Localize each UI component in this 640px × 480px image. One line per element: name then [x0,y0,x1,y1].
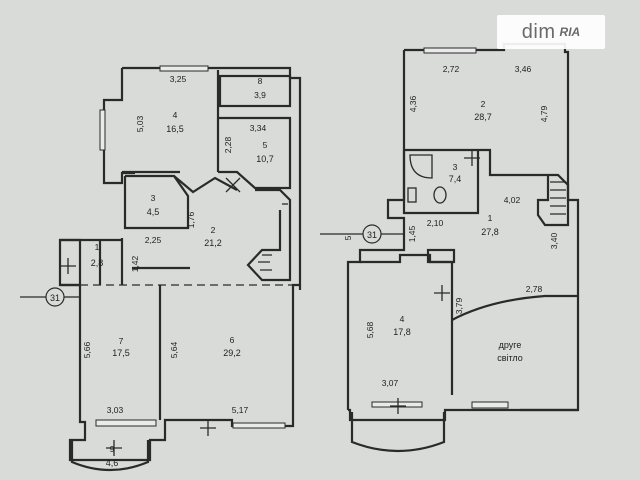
watermark-brand: dim [521,20,556,43]
left-dim-1-42: 1,42 [130,255,140,272]
left-marker-x [225,177,241,193]
left-room8-walls [218,74,292,108]
left-plan-outer-wall-nw [102,68,135,185]
right-dim-3-79: 3,79 [454,297,464,314]
left-room4-id: 4 [173,110,178,120]
left-stair-outline [246,188,292,282]
left-plan-outer-wall-south [68,283,300,462]
left-window-south-6 [232,422,286,429]
right-dim-1-45: 1,45 [407,225,417,242]
left-window-south-7 [95,419,157,427]
right-dim-2-78: 2,78 [526,284,543,294]
right-floor-plan: 5 2 28,7 3 7,4 1 27,8 4 17,8 друге світл… [320,42,580,453]
left-hall-angled-wall [173,175,238,194]
right-room3-walls [402,150,480,215]
left-marker-cross-2 [106,440,122,456]
right-dim-3-46: 3,46 [515,64,532,74]
left-dim-3-34: 3,34 [250,123,267,133]
left-room7-id: 7 [119,336,124,346]
left-window-west [99,109,106,151]
left-dim-5-64: 5,64 [169,341,179,358]
left-room8-area: 3,9 [254,90,266,100]
right-room1-area: 27,8 [481,227,499,237]
left-bay-9-outline [70,440,150,472]
right-toilet-icon [433,186,447,204]
left-marker-cross-1 [200,420,216,436]
left-dim-3-03: 3,03 [107,405,124,415]
right-axis-tick: 5 [343,235,353,240]
right-column-block [426,248,456,264]
right-marker-cross-3 [390,398,406,414]
right-room2-south-wall [404,148,540,177]
right-marker-cross-1 [464,150,480,166]
right-stair-outline [536,173,570,227]
dim-ria-watermark: dim RIA [497,15,605,49]
right-axis-marker-label: 31 [367,230,377,240]
left-axis-marker-label: 31 [50,293,60,303]
right-second-light-line1: друге [499,340,522,350]
right-window-bay [371,401,423,408]
left-dim-2-28: 2,28 [223,136,233,153]
right-bathtub-icon [409,154,433,179]
left-room5-area: 10,7 [256,154,274,164]
right-dim-3-40: 3,40 [549,232,559,249]
right-room3-area: 7,4 [449,174,462,184]
right-room1-id: 1 [488,213,493,223]
right-second-light-line2: світло [497,353,523,363]
left-window-north [159,65,209,72]
right-room4-area: 17,8 [393,327,411,337]
left-room2-area: 21,2 [204,238,222,248]
left-dim-5-17: 5,17 [232,405,249,415]
right-dim-4-79: 4,79 [539,105,549,122]
left-room3-walls [123,174,190,230]
right-second-light-arc [451,294,578,321]
right-marker-cross-2 [434,285,450,301]
left-room3-id: 3 [151,193,156,203]
left-room5-walls [218,116,292,190]
left-room1-id: 1 [95,242,100,252]
right-window-north [423,47,477,54]
right-room4-id: 4 [400,314,405,324]
left-floor-plan: 8 3,9 4 16,5 5 10,7 3 4,5 2 21,2 1 2,8 7… [20,65,302,472]
left-room6-id: 6 [230,335,235,345]
left-room4-area: 16,5 [166,124,184,134]
left-room3-area: 4,5 [147,207,160,217]
left-plan-outer-wall-ne [122,66,302,290]
left-dim-5-03: 5,03 [135,115,145,132]
left-dim-2-25: 2,25 [145,235,162,245]
left-plan-room1-walls [58,238,82,287]
left-room6-area: 29,2 [223,348,241,358]
left-room9-id: 9 [110,444,115,454]
right-dim-3-07: 3,07 [382,378,399,388]
left-room7-area: 17,5 [112,348,130,358]
right-dim-2-10: 2,10 [427,218,444,228]
right-room3-id: 3 [453,162,458,172]
left-stair-winders [258,254,272,271]
right-room4-walls [360,253,454,395]
left-dim-5-66: 5,66 [82,341,92,358]
right-window-south [471,401,509,409]
left-dim-1-76: 1,76 [186,211,196,228]
left-room8-id: 8 [258,76,263,86]
watermark-badge: RIA [559,25,581,39]
left-room9-area: 4,6 [106,458,119,468]
right-dim-5-68: 5,68 [365,321,375,338]
right-dim-4-02: 4,02 [504,195,521,205]
left-dim-3-25: 3,25 [170,74,187,84]
right-bay-outline [350,412,446,453]
right-dim-4-36: 4,36 [408,95,418,112]
left-marker-cross-3 [60,258,76,274]
right-room2-area: 28,7 [474,112,492,122]
left-room2-id: 2 [211,225,216,235]
right-room2-id: 2 [481,99,486,109]
right-dim-2-72: 2,72 [443,64,460,74]
right-sink-icon [407,187,417,203]
right-plan-outer-wall-south [348,408,578,422]
right-stair-treads [550,181,566,215]
left-room5-id: 5 [263,140,268,150]
left-room1-area: 2,8 [91,258,104,268]
